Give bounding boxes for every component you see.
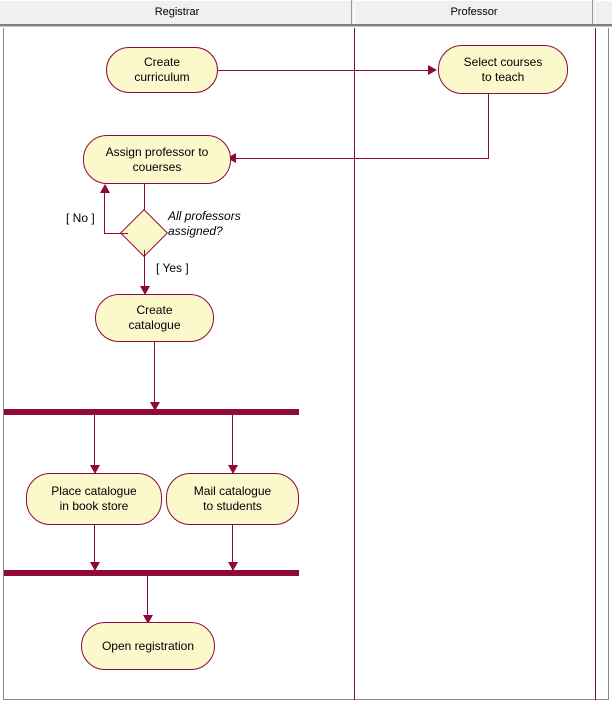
guard-label-yes: [ Yes ] [156,261,189,275]
arrowhead-no-branch-to-assign-professor [100,184,110,193]
activity-node-assign-professor[interactable]: Assign professor to couerses [83,135,231,184]
diagram-canvas: Create curriculum Select courses to teac… [3,28,609,700]
header-band-shadow [0,24,612,27]
swimlane-header-registrar-label: Registrar [154,6,200,18]
activity-node-mail-catalogue-label: Mail catalogue to students [193,484,272,513]
arrowhead-to-select-courses [428,65,437,75]
arrowhead-yes-branch-to-create-catalogue [140,286,150,295]
arrowhead-mail-catalogue-to-join [228,562,238,571]
edge-select-courses-to-assign-professor [236,158,489,159]
activity-node-open-registration[interactable]: Open registration [81,622,215,670]
edge-mail-catalogue-to-join [232,525,233,571]
arrowhead-to-place-catalogue [90,465,100,474]
activity-node-open-registration-label: Open registration [101,638,195,653]
activity-node-create-curriculum[interactable]: Create curriculum [106,47,218,93]
arrowhead-to-assign-professor [227,153,236,163]
decision-condition-label: All professors assigned? [168,209,241,238]
edge-assign-professor-to-decision [144,184,145,224]
swimlane-header-professor-label: Professor [450,6,498,18]
arrowhead-place-catalogue-to-join [90,562,100,571]
guard-label-no: [ No ] [66,211,95,225]
swimlane-header-professor[interactable]: Professor [356,1,592,23]
edge-no-branch-vertical [104,193,105,234]
join-bar[interactable] [4,570,299,576]
fork-bar[interactable] [4,409,299,415]
activity-node-mail-catalogue[interactable]: Mail catalogue to students [166,473,299,525]
edge-fork-to-place-catalogue [94,415,95,474]
swimlane-header-divider-2[interactable] [592,0,596,24]
swimlane-separator-professor-unnamed [595,28,596,700]
swimlane-header-unnamed[interactable] [597,1,612,23]
activity-node-create-catalogue-label: Create catalogue [128,303,181,332]
activity-node-select-courses-label: Select courses to teach [463,54,543,84]
edge-select-courses-down [488,94,489,158]
arrowhead-to-mail-catalogue [228,465,238,474]
edge-join-to-open-registration [147,576,148,624]
swimlane-separator-registrar-professor [354,28,355,700]
activity-node-place-catalogue-label: Place catalogue in book store [51,484,137,513]
edge-no-branch-horizontal [104,233,128,234]
activity-node-place-catalogue[interactable]: Place catalogue in book store [26,473,162,525]
arrowhead-to-open-registration [143,615,153,624]
edge-create-catalogue-to-fork [154,342,155,411]
activity-node-assign-professor-label: Assign professor to couerses [105,144,209,174]
arrowhead-to-fork-bar [150,402,160,411]
edge-place-catalogue-to-join [94,525,95,571]
activity-node-create-catalogue[interactable]: Create catalogue [95,294,214,342]
swimlane-header-divider-1[interactable] [351,0,355,24]
activity-node-create-curriculum-label: Create curriculum [134,55,190,84]
edge-create-curriculum-to-select-courses [218,70,433,71]
activity-node-select-courses[interactable]: Select courses to teach [438,45,568,94]
edge-yes-branch [144,250,145,292]
swimlane-header-registrar[interactable]: Registrar [3,1,351,23]
edge-fork-to-mail-catalogue [232,415,233,474]
